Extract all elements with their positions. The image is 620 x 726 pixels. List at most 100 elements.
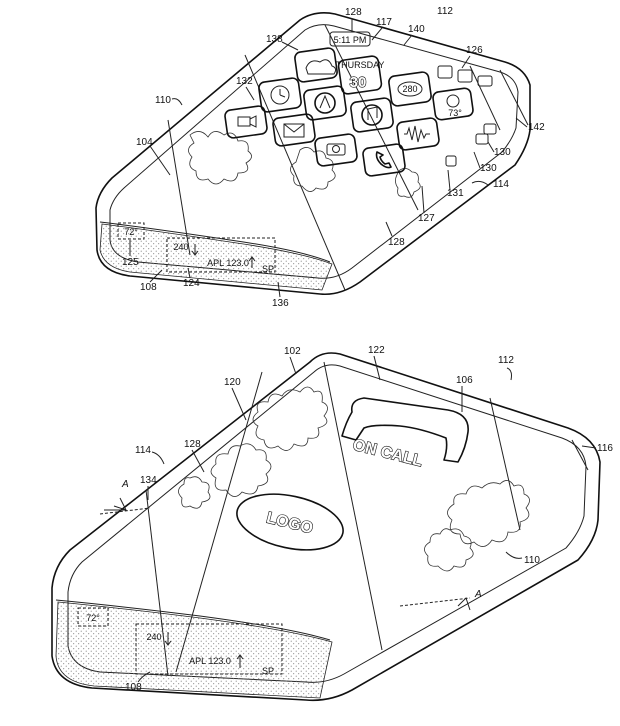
small-app-icon[interactable] (437, 65, 453, 79)
phone-icon[interactable] (362, 143, 406, 177)
top-device-inner-rim (109, 24, 519, 279)
bottom-edge-line (489, 397, 521, 531)
top-background-texture (188, 131, 421, 198)
on-call-text: ON CALL (351, 437, 424, 471)
svg-text:117: 117 (376, 17, 392, 28)
top-count-display: 240 (173, 242, 188, 252)
camera-icon[interactable] (314, 133, 358, 167)
bottom-reflection-line (175, 371, 263, 673)
compass-icon[interactable] (303, 85, 347, 121)
up-arrow-icon (248, 256, 256, 268)
down-arrow-icon (191, 244, 199, 256)
top-temp-display-box (117, 222, 145, 240)
small-app-icon[interactable] (457, 69, 473, 83)
svg-text:131: 131 (447, 188, 464, 199)
side-button[interactable] (445, 155, 457, 167)
svg-text:A: A (121, 479, 129, 490)
svg-text:128: 128 (345, 7, 362, 18)
bottom-stock-display: APL 123.0 (189, 656, 231, 666)
top-status-bar (329, 31, 371, 47)
down-arrow-icon (164, 632, 172, 646)
top-temp-display: 72° (124, 227, 138, 237)
soundwave-icon[interactable] (396, 117, 440, 151)
bottom-reflection-line (145, 489, 169, 677)
bottom-count-display: 240 (146, 632, 161, 642)
svg-text:112: 112 (437, 6, 453, 17)
top-device-figure: 5:11 PM THURSDAY 30 280 (95, 6, 545, 309)
section-arrow-a-left (99, 507, 151, 515)
svg-text:A: A (474, 589, 482, 600)
svg-text:120: 120 (224, 377, 241, 388)
bottom-front-band (55, 599, 331, 641)
svg-text:134: 134 (140, 475, 157, 486)
svg-text:128: 128 (184, 439, 201, 450)
video-icon[interactable] (224, 105, 268, 139)
app-icon[interactable]: 280 (388, 71, 432, 107)
music-icon[interactable] (350, 97, 394, 133)
top-reflection-line (167, 119, 191, 256)
top-stock-display: APL 123.0 (207, 258, 249, 268)
svg-text:128: 128 (388, 237, 405, 248)
svg-text:138: 138 (266, 34, 283, 45)
up-arrow-icon (236, 654, 244, 668)
top-edge-line (499, 69, 529, 126)
top-status-time: 5:11 PM (334, 35, 367, 45)
svg-text:124: 124 (183, 278, 200, 289)
side-button[interactable] (483, 123, 497, 135)
svg-text:125: 125 (122, 257, 139, 268)
svg-text:73°: 73° (448, 108, 462, 118)
logo-badge: LOGO (236, 493, 344, 551)
svg-text:THURSDAY: THURSDAY (336, 60, 385, 70)
svg-text:112: 112 (498, 355, 514, 366)
side-button[interactable] (475, 133, 489, 145)
top-sp-display: SP (262, 264, 274, 274)
section-arrow-a-right (399, 597, 471, 607)
top-app-icon-grid: THURSDAY 30 280 (224, 47, 493, 177)
small-app-icon[interactable] (477, 75, 493, 87)
svg-text:280: 280 (402, 84, 417, 94)
bottom-background-texture (424, 480, 530, 572)
top-reference-numerals: 128 117 112 140 138 126 110 132 142 104 … (122, 6, 545, 309)
weather-icon[interactable] (294, 47, 338, 83)
svg-text:108: 108 (140, 282, 157, 293)
svg-text:114: 114 (135, 445, 151, 456)
svg-text:140: 140 (408, 24, 425, 35)
top-device-outline (95, 12, 531, 296)
svg-text:122: 122 (368, 345, 385, 356)
bottom-temp-display: 72° (86, 613, 100, 623)
bottom-edge-line (571, 439, 589, 471)
top-front-band (99, 221, 331, 263)
top-edge-line (469, 65, 501, 131)
bottom-sp-display: SP (262, 666, 274, 676)
bottom-reflection-line (323, 361, 383, 651)
phone-handset-icon (341, 397, 469, 463)
clock-icon[interactable] (258, 77, 302, 113)
sun-icon[interactable]: 73° (432, 87, 474, 121)
svg-text:136: 136 (272, 298, 289, 309)
bottom-background-texture (178, 386, 328, 509)
logo-text: LOGO (265, 510, 315, 538)
bottom-info-display-box (135, 623, 283, 675)
on-call-indicator[interactable]: ON CALL (341, 397, 469, 471)
svg-text:110: 110 (155, 95, 171, 106)
section-arrow-a-left-head (104, 497, 127, 511)
mail-icon[interactable] (272, 113, 316, 147)
svg-text:142: 142 (528, 122, 545, 133)
top-info-display-box (166, 237, 276, 273)
bottom-device-figure: ON CALL LOGO 72° 240 APL 123.0 SP 102 12… (51, 345, 613, 702)
svg-text:108: 108 (125, 682, 142, 693)
calendar-icon[interactable]: THURSDAY 30 (336, 55, 385, 95)
bottom-device-inner-rim (67, 364, 587, 683)
svg-text:130: 130 (494, 147, 511, 158)
svg-text:104: 104 (136, 137, 153, 148)
section-arrow-a-right-head (457, 597, 471, 611)
svg-text:30: 30 (350, 74, 367, 91)
bottom-reference-numerals: 102 122 112 120 106 114 128 116 134 A 11… (121, 345, 613, 693)
top-reflection-line (324, 24, 419, 211)
top-reflection-line (244, 54, 346, 291)
svg-text:116: 116 (597, 443, 613, 454)
svg-text:130: 130 (480, 163, 497, 174)
bottom-temp-display-box (77, 607, 109, 627)
